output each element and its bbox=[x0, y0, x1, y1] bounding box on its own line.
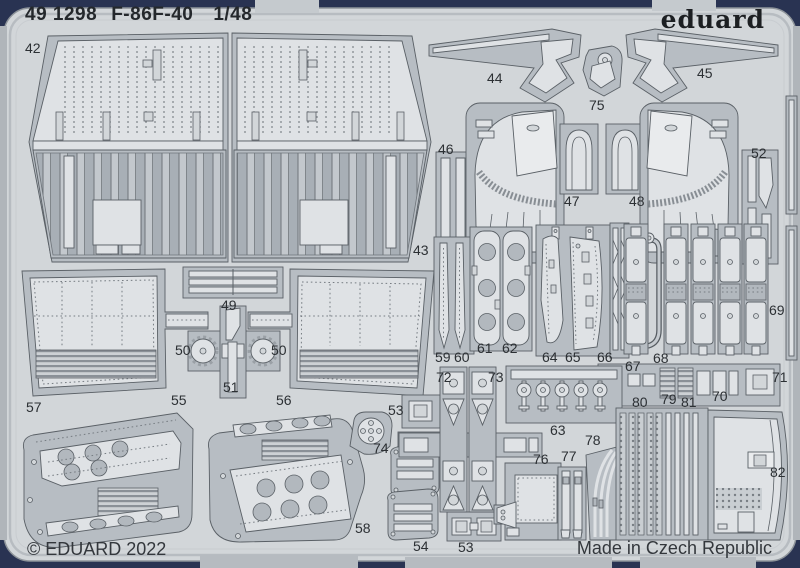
part-number-label: 78 bbox=[585, 432, 601, 448]
part-61-62 bbox=[469, 226, 533, 352]
part-50-51 bbox=[187, 305, 281, 399]
part-number-label: 60 bbox=[454, 349, 470, 365]
part-48-arch bbox=[605, 123, 645, 195]
part-82 bbox=[707, 409, 788, 541]
scale: 1/48 bbox=[213, 4, 253, 25]
part-number-label: 43 bbox=[413, 242, 429, 258]
part-68-69 bbox=[623, 223, 769, 356]
part-55 bbox=[21, 268, 209, 397]
part-number-label: 82 bbox=[770, 464, 786, 480]
part-53-lower bbox=[446, 511, 502, 542]
part-47-arch bbox=[559, 123, 599, 195]
part-number-label: 76 bbox=[533, 451, 549, 467]
part-74 bbox=[349, 411, 393, 455]
part-number-label: 55 bbox=[171, 392, 187, 408]
part-number-label: 73 bbox=[488, 369, 504, 385]
part-number-label: 64 bbox=[542, 349, 558, 365]
part-42 bbox=[28, 32, 229, 263]
part-number-label: 75 bbox=[589, 97, 605, 113]
part-number-label: 59 bbox=[435, 349, 451, 365]
part-number-label: 48 bbox=[629, 193, 645, 209]
part-number-label: 54 bbox=[413, 538, 429, 554]
part-number-label: 45 bbox=[697, 65, 713, 81]
part-58 bbox=[208, 414, 366, 543]
part-76 bbox=[493, 462, 562, 541]
part-43 bbox=[231, 32, 432, 263]
part-49 bbox=[182, 266, 284, 299]
part-72-73 bbox=[398, 366, 543, 513]
edge-rail-parts bbox=[785, 95, 798, 361]
part-number-label: 49 bbox=[221, 297, 237, 313]
part-63 bbox=[505, 365, 623, 424]
part-number-label: 74 bbox=[373, 440, 389, 456]
sheet-code: 49 1298 bbox=[25, 4, 98, 25]
part-56 bbox=[247, 268, 435, 397]
part-number-label: 46 bbox=[438, 141, 454, 157]
part-57 bbox=[22, 412, 194, 548]
part-number-label: 56 bbox=[276, 392, 292, 408]
part-59-60 bbox=[433, 236, 475, 355]
part-47 bbox=[465, 102, 565, 264]
part-number-label: 47 bbox=[564, 193, 580, 209]
part-number-label: 62 bbox=[502, 340, 518, 356]
made-in-text: Made in Czech Republic bbox=[576, 538, 772, 558]
kit-name: F-86F-40 bbox=[111, 4, 194, 25]
part-75 bbox=[582, 45, 623, 97]
part-44 bbox=[428, 28, 582, 103]
copyright-text: © EDUARD 2022 bbox=[27, 539, 167, 559]
part-number-label: 77 bbox=[561, 448, 577, 464]
part-78 bbox=[585, 446, 622, 541]
brand-logo: eduard bbox=[660, 5, 765, 34]
part-number-label: 81 bbox=[681, 394, 697, 410]
part-number-label: 63 bbox=[550, 422, 566, 438]
part-number-label: 57 bbox=[26, 399, 42, 415]
part-number-label: 52 bbox=[751, 145, 767, 161]
part-number-label: 70 bbox=[712, 388, 728, 404]
part-70-71 bbox=[597, 363, 781, 407]
part-number-label: 61 bbox=[477, 340, 493, 356]
part-number-label: 53 bbox=[388, 402, 404, 418]
part-54 bbox=[387, 442, 440, 541]
header-title: 49 1298 F-86F-40 1/48 bbox=[25, 4, 252, 26]
part-number-label: 79 bbox=[661, 391, 677, 407]
part-number-label: 72 bbox=[436, 369, 452, 385]
part-number-label: 50 bbox=[271, 342, 287, 358]
part-53-upper bbox=[401, 394, 441, 429]
part-number-label: 51 bbox=[223, 379, 239, 395]
part-number-label: 42 bbox=[25, 40, 41, 56]
part-number-label: 53 bbox=[458, 539, 474, 555]
part-number-label: 44 bbox=[487, 70, 503, 86]
part-64-65 bbox=[535, 224, 611, 357]
part-number-label: 66 bbox=[597, 349, 613, 365]
part-number-label: 68 bbox=[653, 350, 669, 366]
part-number-label: 65 bbox=[565, 349, 581, 365]
part-number-label: 50 bbox=[175, 342, 191, 358]
part-number-label: 58 bbox=[355, 520, 371, 536]
part-number-label: 67 bbox=[625, 358, 641, 374]
part-number-label: 71 bbox=[772, 369, 788, 385]
part-number-label: 69 bbox=[769, 302, 785, 318]
part-79-80-81 bbox=[615, 407, 709, 541]
part-77 bbox=[557, 466, 587, 541]
part-45 bbox=[625, 28, 779, 103]
part-number-label: 80 bbox=[632, 394, 648, 410]
